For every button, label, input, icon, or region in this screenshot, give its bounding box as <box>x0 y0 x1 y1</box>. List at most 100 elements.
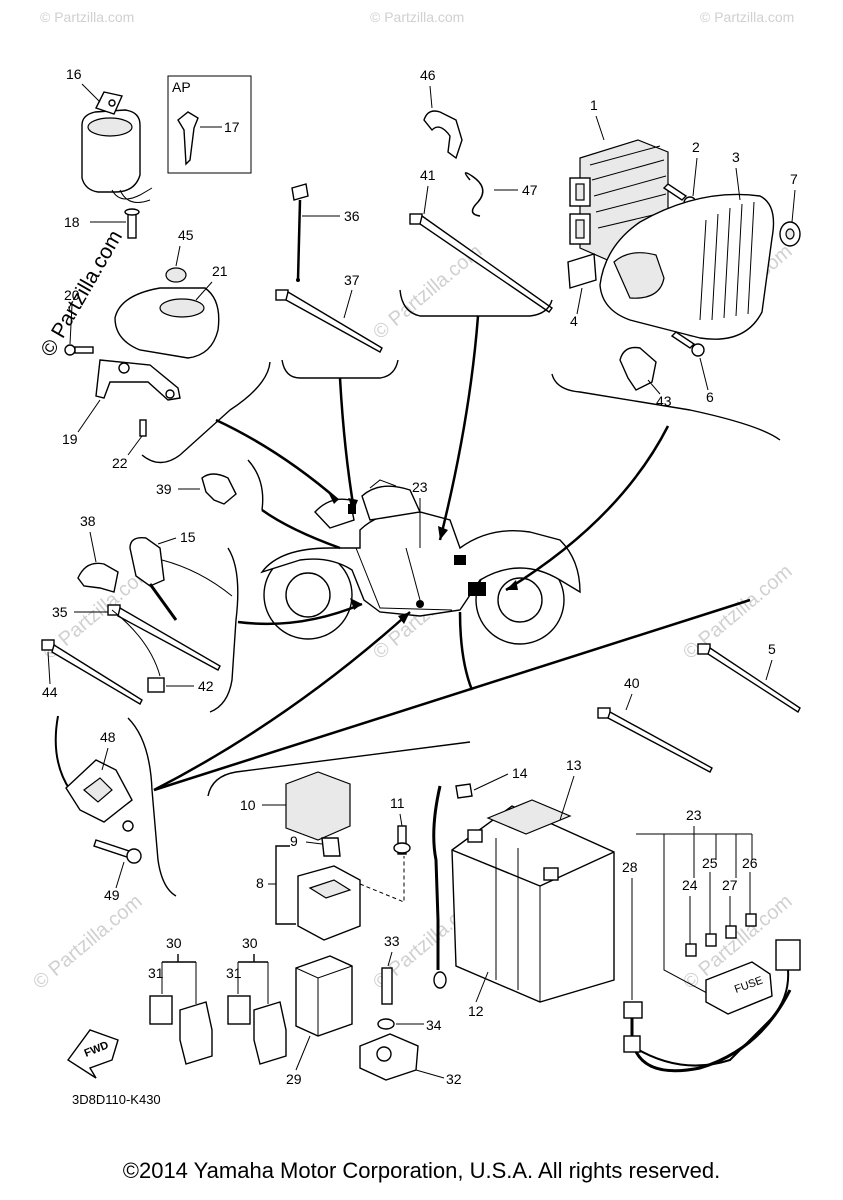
ties-right-middle: 5 40 <box>597 641 801 773</box>
ap-box <box>167 75 252 174</box>
label-38: 38 <box>80 513 96 529</box>
watermark-top-right: © Partzilla.com <box>700 9 794 25</box>
label-18: 18 <box>64 214 80 230</box>
bottom-electrical-group: 10 11 9 8 14 13 12 33 <box>66 757 801 1107</box>
fuse-31-b <box>227 995 251 1025</box>
fuse-26 <box>745 913 757 927</box>
clamp-39 <box>201 473 237 505</box>
label-24: 24 <box>682 877 698 893</box>
section-separator <box>207 741 471 797</box>
label-44: 44 <box>42 684 58 700</box>
label-15: 15 <box>180 529 196 545</box>
watermark-left-lower: © Partzilla.com <box>29 890 146 993</box>
sensor-group: 39 38 15 35 44 42 <box>41 459 264 713</box>
bolt-49 <box>93 839 133 859</box>
label-29: 29 <box>286 1071 302 1087</box>
clip-36-head <box>291 183 309 201</box>
label-17: 17 <box>224 119 240 135</box>
label-36: 36 <box>344 208 360 224</box>
label-12: 12 <box>468 1003 484 1019</box>
label-16: 16 <box>66 66 82 82</box>
label-41: 41 <box>420 167 436 183</box>
label-28: 28 <box>622 859 638 875</box>
battery-lead-14 <box>432 785 442 970</box>
label-1: 1 <box>590 97 598 113</box>
clip-47 <box>464 172 484 217</box>
label-14: 14 <box>512 765 528 781</box>
connector-42 <box>147 677 165 693</box>
watermark-top-center: © Partzilla.com <box>370 9 464 25</box>
diagram-code: 3D8D110-K430 <box>72 1092 161 1107</box>
fuse-27 <box>725 925 737 939</box>
clamp-46 <box>423 110 463 160</box>
clamp-38 <box>77 562 119 593</box>
label-sticker-4 <box>567 253 597 289</box>
bolt-20 <box>64 344 76 356</box>
sensor-15 <box>129 537 165 587</box>
label-30-a: 30 <box>166 935 182 951</box>
label-31-b: 31 <box>226 965 242 981</box>
label-42: 42 <box>198 678 214 694</box>
tie-40 <box>607 710 713 773</box>
connector-main <box>775 939 801 971</box>
label-34: 34 <box>426 1017 442 1033</box>
label-39: 39 <box>156 481 172 497</box>
washer-34 <box>377 1018 395 1030</box>
screw-22 <box>139 419 147 437</box>
label-45: 45 <box>178 227 194 243</box>
label-9: 9 <box>290 833 298 849</box>
label-20: 20 <box>64 287 80 303</box>
label-32: 32 <box>446 1071 462 1087</box>
copyright-notice: ©2014 Yamaha Motor Corporation, U.S.A. A… <box>122 1158 721 1183</box>
label-4: 4 <box>570 313 578 329</box>
watermark-top-left: © Partzilla.com <box>40 9 134 25</box>
clamp-43 <box>619 346 657 391</box>
label-40: 40 <box>624 675 640 691</box>
label-19: 19 <box>62 431 78 447</box>
label-35: 35 <box>52 604 68 620</box>
fwd-arrow <box>66 1029 119 1079</box>
sensor-48-group: 48 49 <box>54 715 177 903</box>
label-46: 46 <box>420 67 436 83</box>
starter-relay-8 <box>297 865 361 941</box>
label-23-bottom: 23 <box>686 807 702 823</box>
battery-strap-13 <box>486 799 572 835</box>
tie-5 <box>707 646 801 714</box>
label-48: 48 <box>100 729 116 745</box>
label-10: 10 <box>240 797 256 813</box>
fuel-tank <box>361 485 422 521</box>
tie-44-head <box>41 639 55 651</box>
rectifier-location <box>454 555 466 565</box>
label-26: 26 <box>742 855 758 871</box>
tie-35 <box>117 606 221 671</box>
label-30-b: 30 <box>242 935 258 951</box>
fuse-25 <box>705 933 717 947</box>
screw-18 <box>127 211 137 239</box>
label-7: 7 <box>790 171 798 187</box>
cable-ties-center-group: 36 37 <box>275 183 399 379</box>
cap-45 <box>165 267 187 283</box>
label-3: 3 <box>732 149 740 165</box>
bolt-6 <box>670 331 696 349</box>
motorcycle-body <box>260 511 581 617</box>
relay-30-b <box>253 1001 287 1065</box>
label-25: 25 <box>702 855 718 871</box>
cover-21 <box>114 287 220 359</box>
fuse-24 <box>685 943 697 957</box>
bolt-2 <box>662 183 688 201</box>
leader-lines <box>153 315 751 792</box>
battery-location <box>468 582 486 596</box>
cover-10 <box>285 771 351 841</box>
label-33: 33 <box>384 933 400 949</box>
tie-37 <box>285 290 383 353</box>
relay-30-a <box>179 1001 213 1065</box>
watermark-left-vertical: © Partzilla.com <box>36 226 127 360</box>
rectifier-group: 1 2 3 4 7 6 43 <box>551 97 801 441</box>
label-5: 5 <box>768 641 776 657</box>
fuse-box-23 <box>705 961 773 1015</box>
label-23-top: 23 <box>412 479 428 495</box>
label-8: 8 <box>256 875 264 891</box>
label-49: 49 <box>104 887 120 903</box>
motorcycle-silhouette: 23 <box>260 479 581 645</box>
fuse-9 <box>321 837 341 857</box>
